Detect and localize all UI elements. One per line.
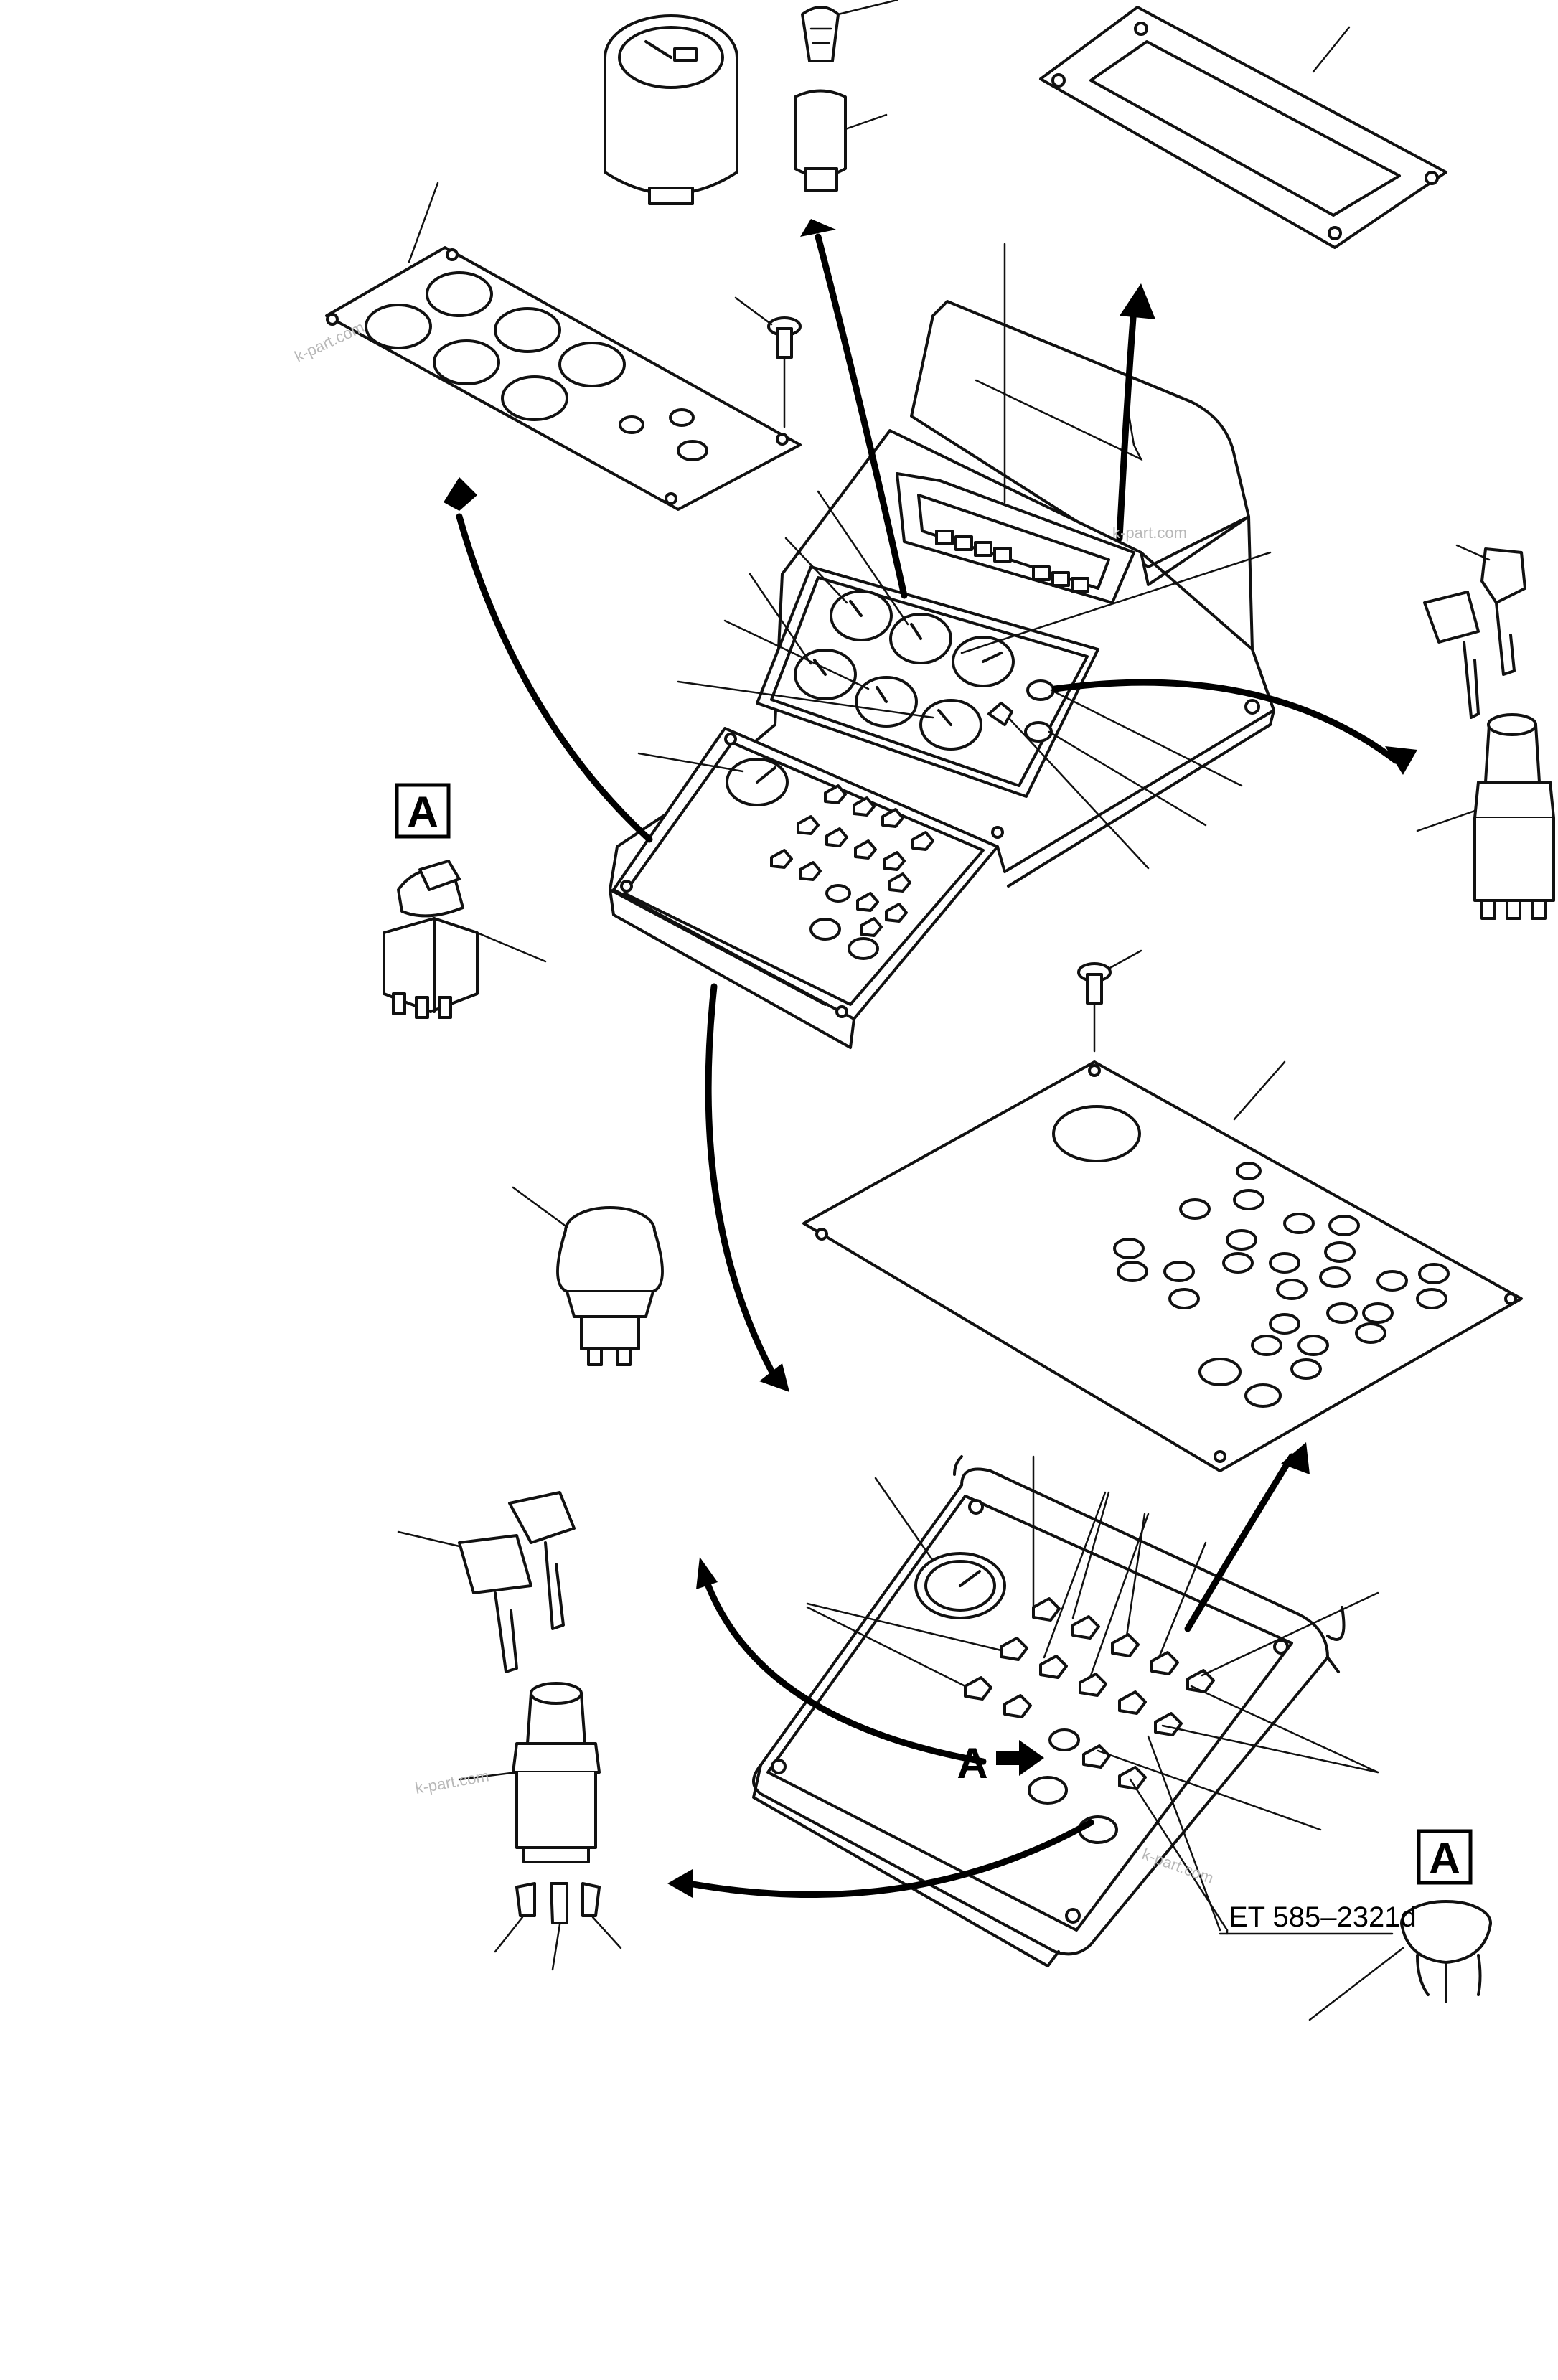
lamp-holder-part xyxy=(794,0,898,192)
ignition-switch-upper xyxy=(1416,713,1555,920)
watermark-3: k-part.com xyxy=(414,1767,491,1797)
display-gasket-frame xyxy=(1039,6,1447,249)
switch-cover-plate xyxy=(802,1060,1523,1472)
gauge-mounting-plate xyxy=(325,182,802,511)
screw-part-upper xyxy=(734,296,802,428)
instrument-console xyxy=(609,243,1275,1049)
reference-code: ET 585–2321d xyxy=(1219,1901,1417,1935)
ignition-keys-lower xyxy=(397,1491,576,1673)
detail-a-text-upper: A xyxy=(407,788,438,836)
ignition-keys-upper xyxy=(1423,544,1526,719)
detail-a-label-upper: A xyxy=(395,783,451,839)
display-buttons xyxy=(935,530,1089,593)
screw-part-lower xyxy=(1077,949,1142,1053)
console-gauges xyxy=(794,590,1015,751)
lower-switch-panel xyxy=(752,1455,1379,1967)
plate-holes xyxy=(1113,1162,1450,1408)
round-gauge-part xyxy=(604,14,738,205)
explosion-arrows xyxy=(444,219,1417,1899)
push-button-lamp xyxy=(512,1186,664,1366)
watermark-2: k-part.com xyxy=(1112,524,1187,542)
console-switches xyxy=(770,784,934,960)
button-cap-part xyxy=(1308,1900,1492,2021)
detail-a-text-lower: A xyxy=(1429,1834,1460,1882)
ignition-switch-lower xyxy=(458,1682,622,1971)
rotary-switch-part xyxy=(383,860,547,1019)
detail-a-pointer: A xyxy=(957,1739,1044,1787)
reference-code-text: ET 585–2321d xyxy=(1229,1901,1417,1933)
detail-a-label-lower: A xyxy=(1417,1829,1473,1885)
